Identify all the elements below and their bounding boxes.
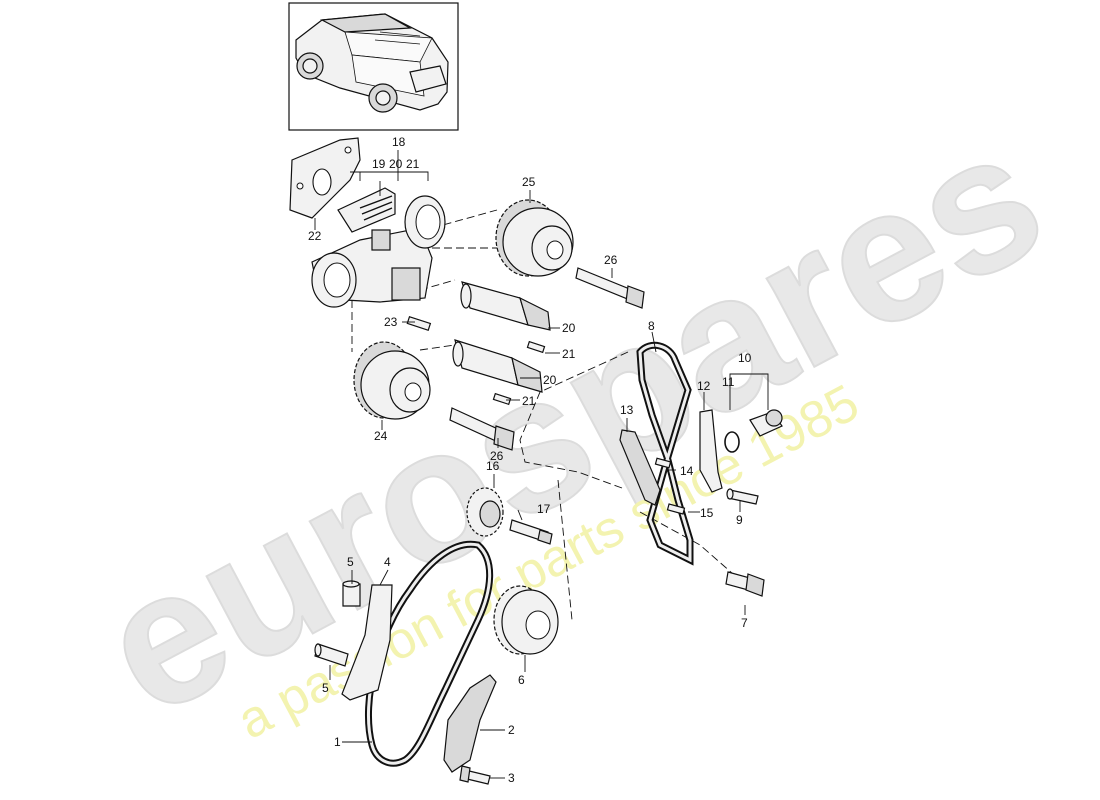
callout-5: 5 (347, 555, 354, 569)
callout-24: 24 (374, 429, 388, 443)
callout-15: 15 (700, 506, 714, 520)
part-25-camshaft-adjuster (495, 199, 574, 277)
part-8-timing-chain (636, 341, 694, 566)
part-24-camshaft-adjuster (353, 341, 431, 420)
part-12-guide-rail (699, 409, 723, 493)
callout-8: 8 (648, 319, 655, 333)
part-21-ring-upper (404, 195, 446, 249)
part-21-ring-lower (311, 252, 357, 308)
part-20-valve-upper (460, 281, 551, 331)
callout-3: 3 (508, 771, 515, 785)
part-20-valve-lower (452, 339, 543, 393)
callout-25: 25 (522, 175, 536, 189)
part-2-tensioner-rail (443, 674, 497, 773)
callout-20: 20 (543, 373, 557, 387)
callout-21: 21 (406, 157, 420, 171)
callout-2: 2 (508, 723, 515, 737)
callout-20: 20 (562, 321, 576, 335)
vehicle-thumbnail (288, 2, 459, 131)
watermark-brand: eurospares (70, 88, 1074, 756)
callout-19: 19 (372, 157, 386, 171)
part-15-screw (666, 503, 686, 515)
callout-23: 23 (384, 315, 398, 329)
part-17-shaft (509, 519, 553, 545)
suv-thumbnail-icon (295, 13, 449, 113)
callout-14: 14 (680, 464, 694, 478)
callout-16: 16 (486, 459, 500, 473)
part-3-bolt (459, 765, 491, 785)
part-5-pin-upper (342, 580, 361, 607)
callout-11: 11 (722, 375, 735, 389)
part-23-screw (406, 315, 432, 331)
part-9-pin (726, 488, 759, 505)
part-21-screw-a (526, 340, 546, 354)
callout-22: 22 (308, 229, 322, 243)
callout-26: 26 (490, 449, 504, 463)
callout-6: 6 (518, 673, 525, 687)
callouts: 18 19 20 21 22 25 26 23 20 21 20 21 24 2… (308, 135, 752, 785)
part-21-screw-b (492, 392, 512, 406)
callout-12: 12 (697, 379, 711, 393)
callout-21: 21 (562, 347, 576, 361)
watermark: eurospares a passion for parts since 198… (69, 87, 1075, 757)
callout-17: 17 (537, 502, 551, 516)
part-11-seal-ring (724, 431, 740, 453)
part-6-crank-sprocket (493, 585, 559, 655)
part-14-screw (654, 457, 672, 469)
callout-26: 26 (604, 253, 618, 267)
part-5-pin-lower (314, 643, 349, 667)
part-13-tensioner-guide (619, 429, 661, 506)
leader-lines (314, 150, 769, 779)
callout-7: 7 (741, 616, 748, 630)
callout-18: 18 (392, 135, 406, 149)
part-10-chain-tensioner (749, 409, 783, 437)
part-22-gasket (289, 137, 361, 219)
part-26-bolt-upper (575, 267, 645, 309)
callout-9: 9 (736, 513, 743, 527)
part-7-bolt (725, 571, 765, 597)
callout-5: 5 (322, 681, 329, 695)
callout-20: 20 (389, 157, 403, 171)
callout-21: 21 (522, 394, 536, 408)
callout-10: 10 (738, 351, 752, 365)
callout-4: 4 (384, 555, 391, 569)
callout-1: 1 (334, 735, 341, 749)
part-16-sprocket (466, 487, 504, 537)
part-4-guide-rail (341, 584, 393, 701)
callout-13: 13 (620, 403, 634, 417)
